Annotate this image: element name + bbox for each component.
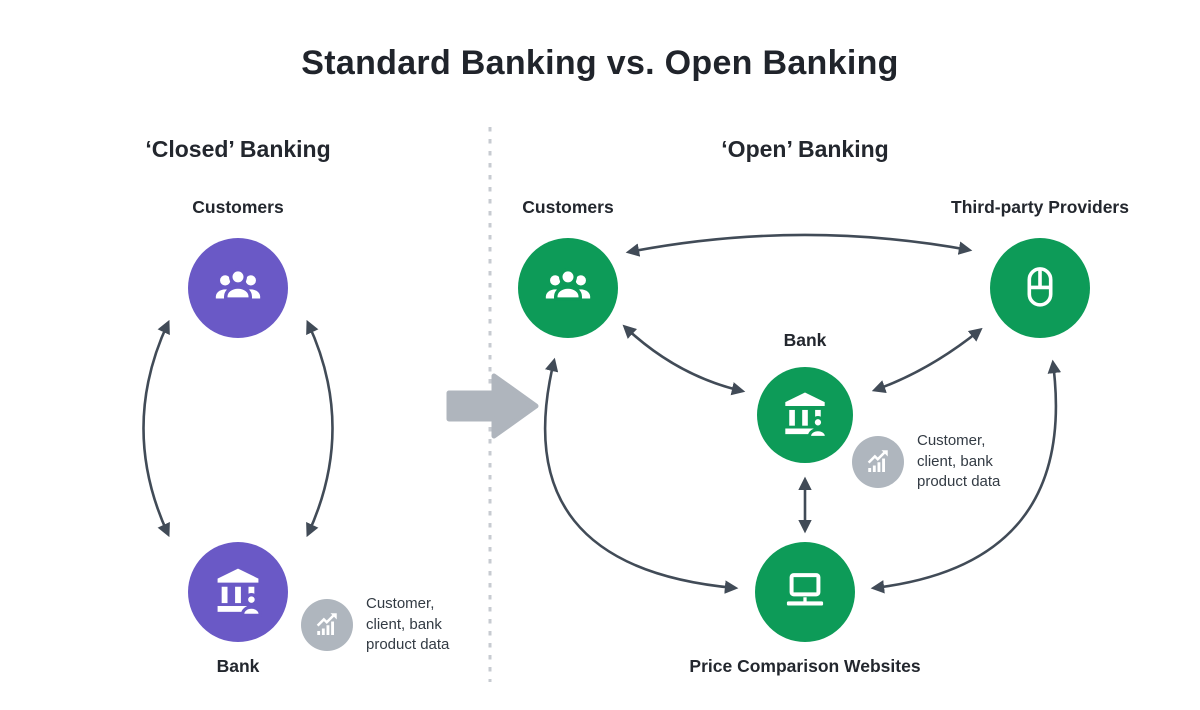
arrow-open-bank-thirdparty (871, 327, 983, 394)
open-thirdparty-label: Third-party Providers (951, 197, 1129, 217)
bank-icon (217, 568, 262, 617)
arrow-open-thirdparty-pricecomparison (870, 359, 1062, 594)
open-bank-label: Bank (783, 330, 827, 350)
closed-data-note-line2: client, bank (366, 615, 442, 633)
transition-arrow (446, 373, 539, 439)
closed-data-badge (301, 599, 353, 651)
open-data-badge (852, 436, 904, 488)
open-data-note-line1: Customer, (917, 432, 986, 449)
page-title: Standard Banking vs. Open Banking (301, 44, 899, 82)
open-customers-node (518, 238, 618, 338)
arrow-open-customers-thirdparty (625, 233, 973, 257)
bank-icon (785, 392, 828, 440)
closed-customers-label: Customers (192, 197, 284, 217)
closed-data-note-line1: Customer, (366, 595, 435, 612)
arrow-open-customers-pricecomparison (543, 357, 739, 594)
arrow-open-customers-bank (622, 324, 746, 396)
closed-data-note: Customer, client, bank product data (366, 594, 449, 656)
monitor-icon (786, 573, 824, 606)
open-data-note: Customer, client, bank product data (917, 431, 1000, 493)
closed-bank-node (188, 542, 288, 642)
closed-customers-node (188, 238, 288, 338)
mouse-icon (1027, 267, 1053, 307)
open-banking-header: ‘Open’ Banking (721, 136, 889, 162)
open-bank-node (757, 367, 853, 463)
closed-banking-header: ‘Closed’ Banking (145, 136, 331, 162)
open-pricecomparison-label: Price Comparison Websites (689, 656, 921, 676)
arrow-closed-customers-bank-right (306, 319, 334, 538)
customers-group-icon (545, 267, 591, 301)
open-data-note-line2: client, bank (917, 452, 993, 470)
closed-data-note-line3: product data (366, 636, 450, 654)
open-pricecomparison-node (755, 542, 855, 642)
open-customers-label: Customers (522, 197, 614, 217)
open-thirdparty-node (990, 238, 1090, 338)
closed-bank-label: Bank (216, 656, 260, 676)
trend-chart-icon (867, 450, 888, 472)
customers-group-icon (215, 267, 261, 301)
arrow-closed-customers-bank-left (142, 319, 170, 538)
trend-chart-icon (316, 613, 337, 635)
open-data-note-line3: product data (917, 473, 1001, 491)
